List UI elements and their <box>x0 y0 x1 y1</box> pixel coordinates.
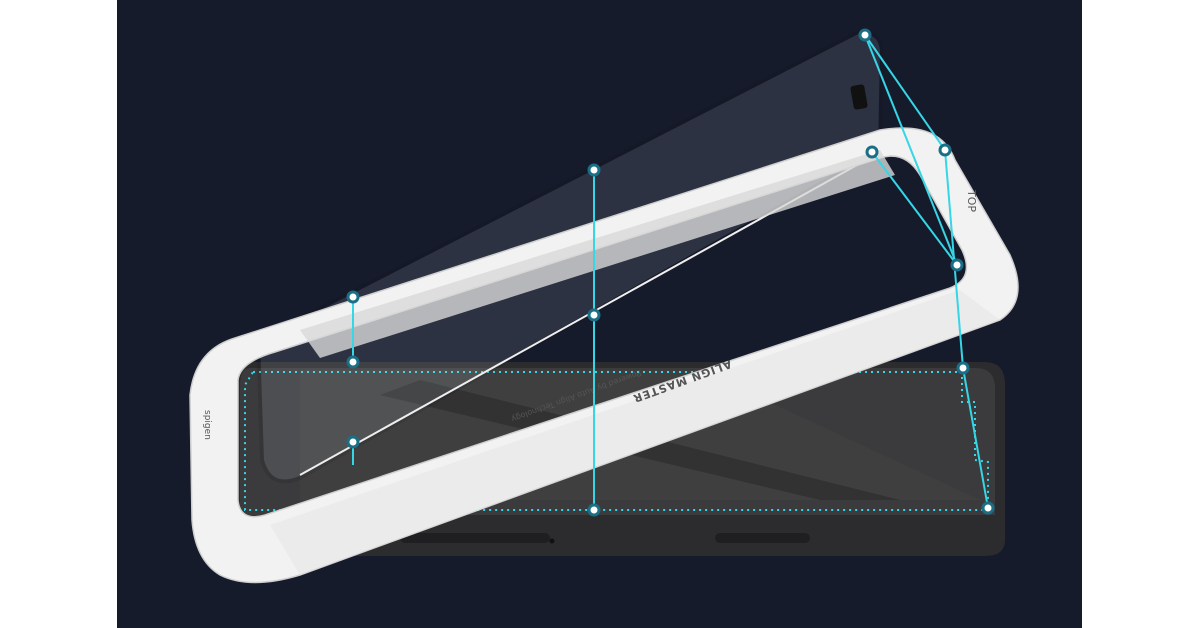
guide-point-center <box>590 311 598 319</box>
screen-outline-guide <box>244 371 989 511</box>
spigen-logo: spigen <box>202 410 212 440</box>
guide-point-center <box>590 506 598 514</box>
guide-point-center <box>861 31 869 39</box>
top-marker: TOP <box>965 189 978 212</box>
guide-point-center <box>953 261 961 269</box>
side-button <box>715 533 810 543</box>
guide-point-center <box>349 438 357 446</box>
guide-point-center <box>984 504 992 512</box>
guide-point-center <box>349 358 357 366</box>
guide-point-center <box>349 293 357 301</box>
volume-button <box>400 533 550 543</box>
guide-point-center <box>868 148 876 156</box>
guide-point-center <box>590 166 598 174</box>
guide-point-center <box>959 364 967 372</box>
guide-points <box>346 28 995 517</box>
guide-point-center <box>941 146 949 154</box>
